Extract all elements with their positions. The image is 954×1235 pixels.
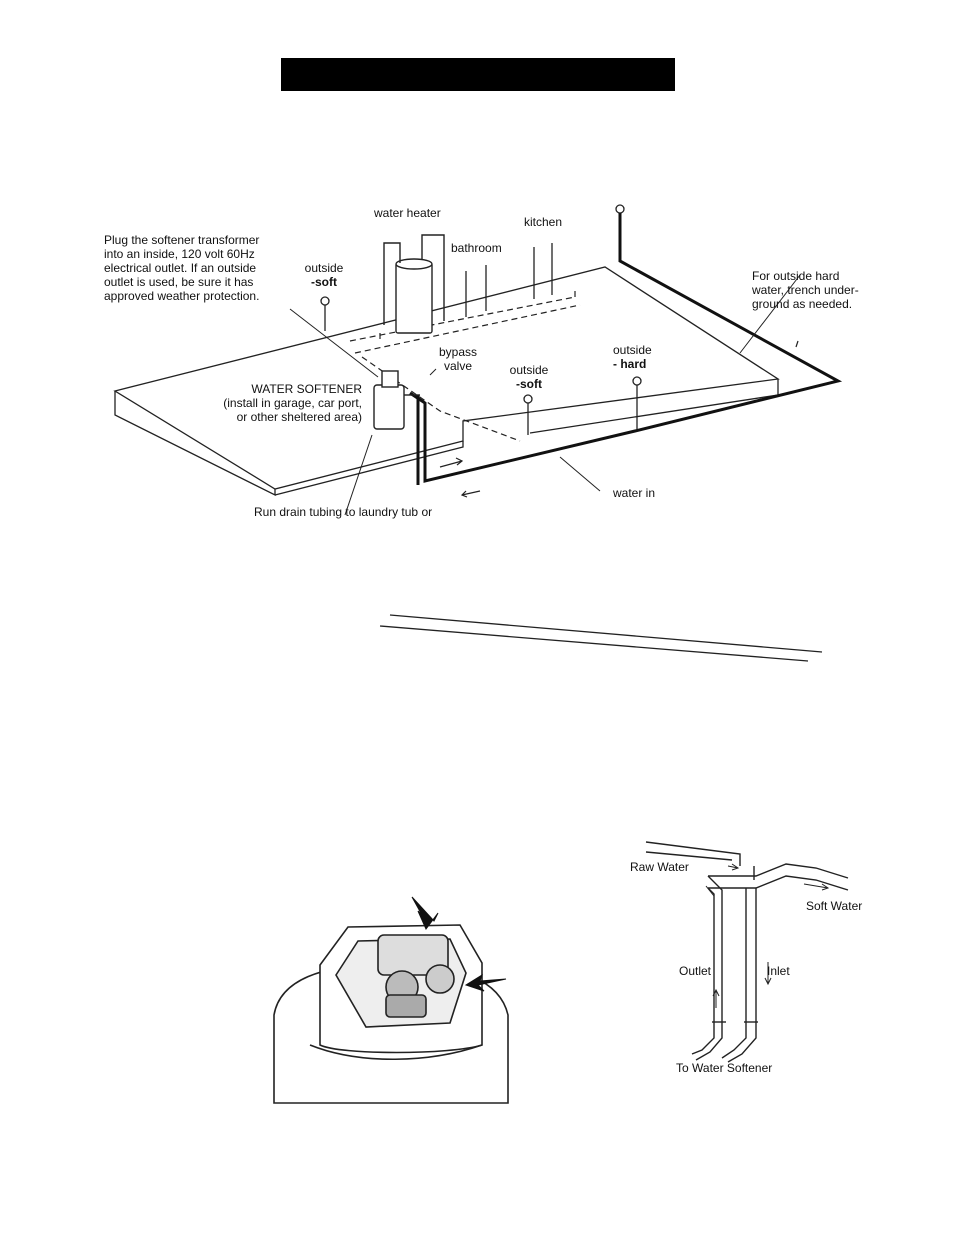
pipe-double-line [379, 614, 823, 662]
outside-faucet-right [632, 376, 642, 386]
outside-soft-label-mid: outside -soft [509, 363, 549, 391]
water-heater-label: water heater [374, 206, 441, 220]
soft-water-label: Soft Water [806, 899, 863, 913]
section-title-bar [281, 58, 675, 91]
drain-tubing-note: Run drain tubing to laundry tub or [254, 505, 433, 519]
transformer-note: Plug the softener transformer into an in… [104, 233, 260, 303]
outside-soft-label-left: outside -soft [304, 261, 344, 289]
outside-faucet-mid [523, 394, 533, 404]
to-water-softener-label: To Water Softener [676, 1061, 773, 1075]
water-in-label: water in [613, 486, 656, 500]
arrow-right [464, 973, 507, 992]
outside-faucet-left [320, 296, 330, 306]
outside-faucet-far [615, 204, 625, 214]
arrow-top [411, 896, 439, 930]
kitchen-label: kitchen [524, 215, 563, 229]
raw-water-label: Raw Water [630, 860, 689, 874]
softener-valve-illustration [273, 896, 509, 1104]
outside-hard-label: outside - hard [613, 343, 652, 371]
outside-hard-trench-note: For outside hard water, trench under- gr… [752, 269, 859, 311]
outlet-label: Outlet [679, 964, 712, 978]
water-softener-label: WATER SOFTENER (install in garage, car p… [223, 382, 362, 424]
inlet-label: Inlet [767, 964, 790, 978]
water-heater [383, 234, 445, 334]
bypass-piping-diagram [645, 841, 849, 1063]
bypass-valve-label: bypass valve [438, 345, 478, 373]
water-softener-unit [373, 370, 420, 430]
plumbing-layout-diagram [113, 204, 843, 516]
bathroom-label: bathroom [451, 241, 502, 255]
